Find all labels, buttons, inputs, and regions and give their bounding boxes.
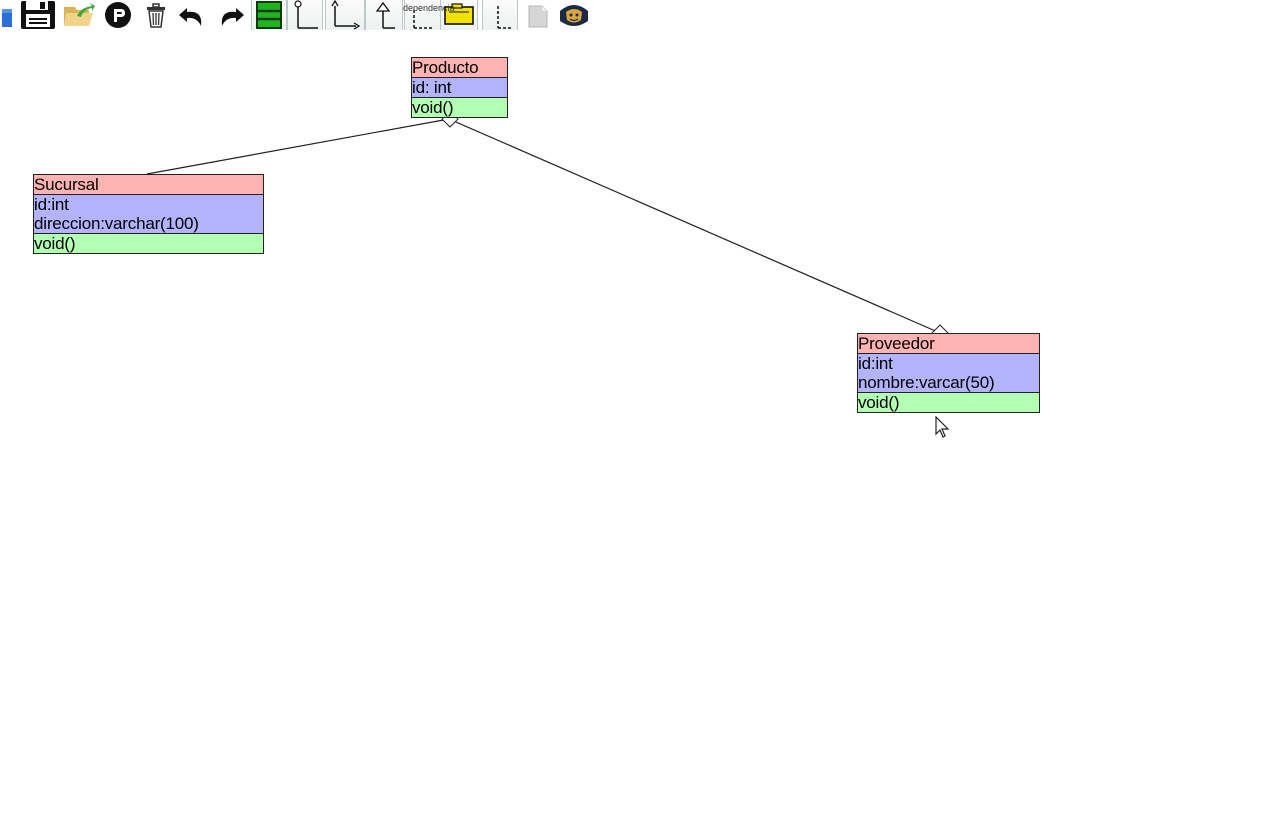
class-attributes: id:int direccion:varchar(100): [34, 195, 263, 234]
realization-icon[interactable]: [482, 0, 518, 30]
class-icon[interactable]: [251, 0, 287, 30]
class-attribute: id:int: [34, 195, 69, 214]
trash-icon[interactable]: [143, 0, 169, 30]
undo-icon[interactable]: [176, 0, 208, 30]
class-box-producto[interactable]: Producto id: int void(): [411, 57, 508, 118]
class-attributes: id: int: [412, 78, 507, 98]
new-icon[interactable]: [0, 0, 14, 30]
class-methods: void(): [34, 234, 263, 253]
note-icon[interactable]: [440, 0, 478, 30]
class-methods: void(): [858, 393, 1039, 412]
class-name: Proveedor: [858, 334, 1039, 354]
class-attribute: id: int: [412, 78, 452, 97]
inheritance-icon[interactable]: [365, 0, 403, 30]
class-attribute: nombre:varcar(50): [858, 373, 995, 392]
mouse-cursor-icon: [935, 416, 950, 438]
class-name: Sucursal: [34, 175, 263, 195]
redo-icon[interactable]: [214, 0, 248, 30]
class-methods: void(): [412, 98, 507, 117]
class-attribute: id:int: [858, 354, 893, 373]
relation-producto-proveedor[interactable]: [448, 118, 941, 334]
association-icon[interactable]: [287, 0, 323, 30]
open-folder-icon[interactable]: [62, 0, 96, 30]
class-method: void(): [858, 393, 900, 412]
logo-icon[interactable]: [556, 0, 592, 30]
class-method: void(): [412, 98, 454, 117]
relation-sucursal-producto[interactable]: [146, 118, 450, 175]
class-method: void(): [34, 234, 76, 253]
class-attribute: direccion:varchar(100): [34, 214, 199, 233]
composition-icon[interactable]: [325, 0, 365, 30]
toolbar-tooltip: dependencia: [403, 3, 455, 13]
class-name: Producto: [412, 58, 507, 78]
class-box-proveedor[interactable]: Proveedor id:int nombre:varcar(50) void(…: [857, 333, 1040, 413]
export-icon[interactable]: [102, 0, 134, 30]
save-icon[interactable]: [19, 0, 57, 30]
class-box-sucursal[interactable]: Sucursal id:int direccion:varchar(100) v…: [33, 174, 264, 254]
class-attributes: id:int nombre:varcar(50): [858, 354, 1039, 393]
document-icon[interactable]: [524, 0, 552, 30]
